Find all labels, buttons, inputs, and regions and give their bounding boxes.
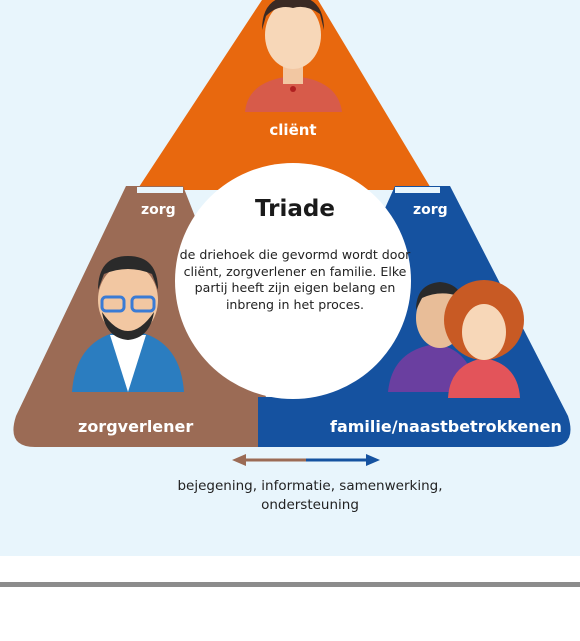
edge-label-left: zorg — [141, 202, 176, 218]
family-label: familie/naastbetrokkenen — [330, 417, 562, 436]
center-description: de driehoek die gevormd wordt door cliën… — [179, 247, 411, 312]
divider — [0, 582, 580, 587]
caption: bejegening, informatie, samenwerking, on… — [177, 478, 443, 513]
caregiver-avatar — [72, 256, 184, 392]
caregiver-label: zorgverlener — [78, 417, 194, 436]
center-circle — [175, 163, 411, 399]
center-title: Triade — [255, 196, 335, 222]
exchange-arrow — [232, 454, 380, 466]
client-avatar — [245, 0, 342, 112]
client-label: cliënt — [269, 121, 317, 139]
edge-label-right: zorg — [413, 202, 448, 218]
triad-diagram — [13, 0, 571, 466]
family-avatar — [388, 280, 524, 398]
